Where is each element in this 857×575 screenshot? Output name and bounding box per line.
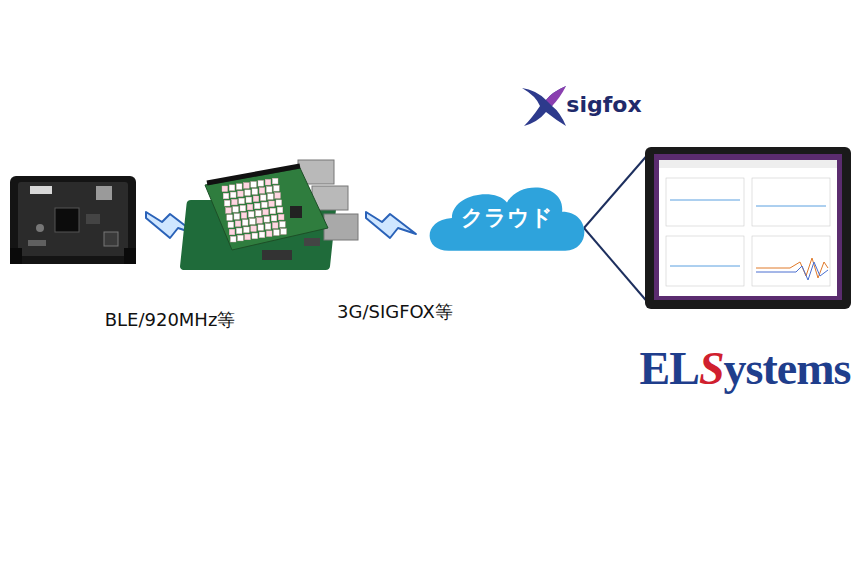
logo-part: S [699,343,724,394]
logo-part: ystems [724,343,851,394]
company-logo: ELSystems [640,342,851,395]
tablet [645,147,851,309]
sensor-board [10,176,136,264]
wireless-symbol [366,212,416,238]
leader-line [584,152,650,305]
node-text: クラウド [461,203,553,233]
link-label: 3G/SIGFOX等 [337,300,453,324]
logo-part: EL [640,343,699,394]
logo-text: sigfox [566,92,641,117]
link-label: BLE/920MHz等 [105,308,236,332]
cloud-outline [430,187,585,250]
gateway-board [180,160,358,270]
cloud-node: クラウド [426,179,588,257]
sigfox-icon [522,86,566,126]
